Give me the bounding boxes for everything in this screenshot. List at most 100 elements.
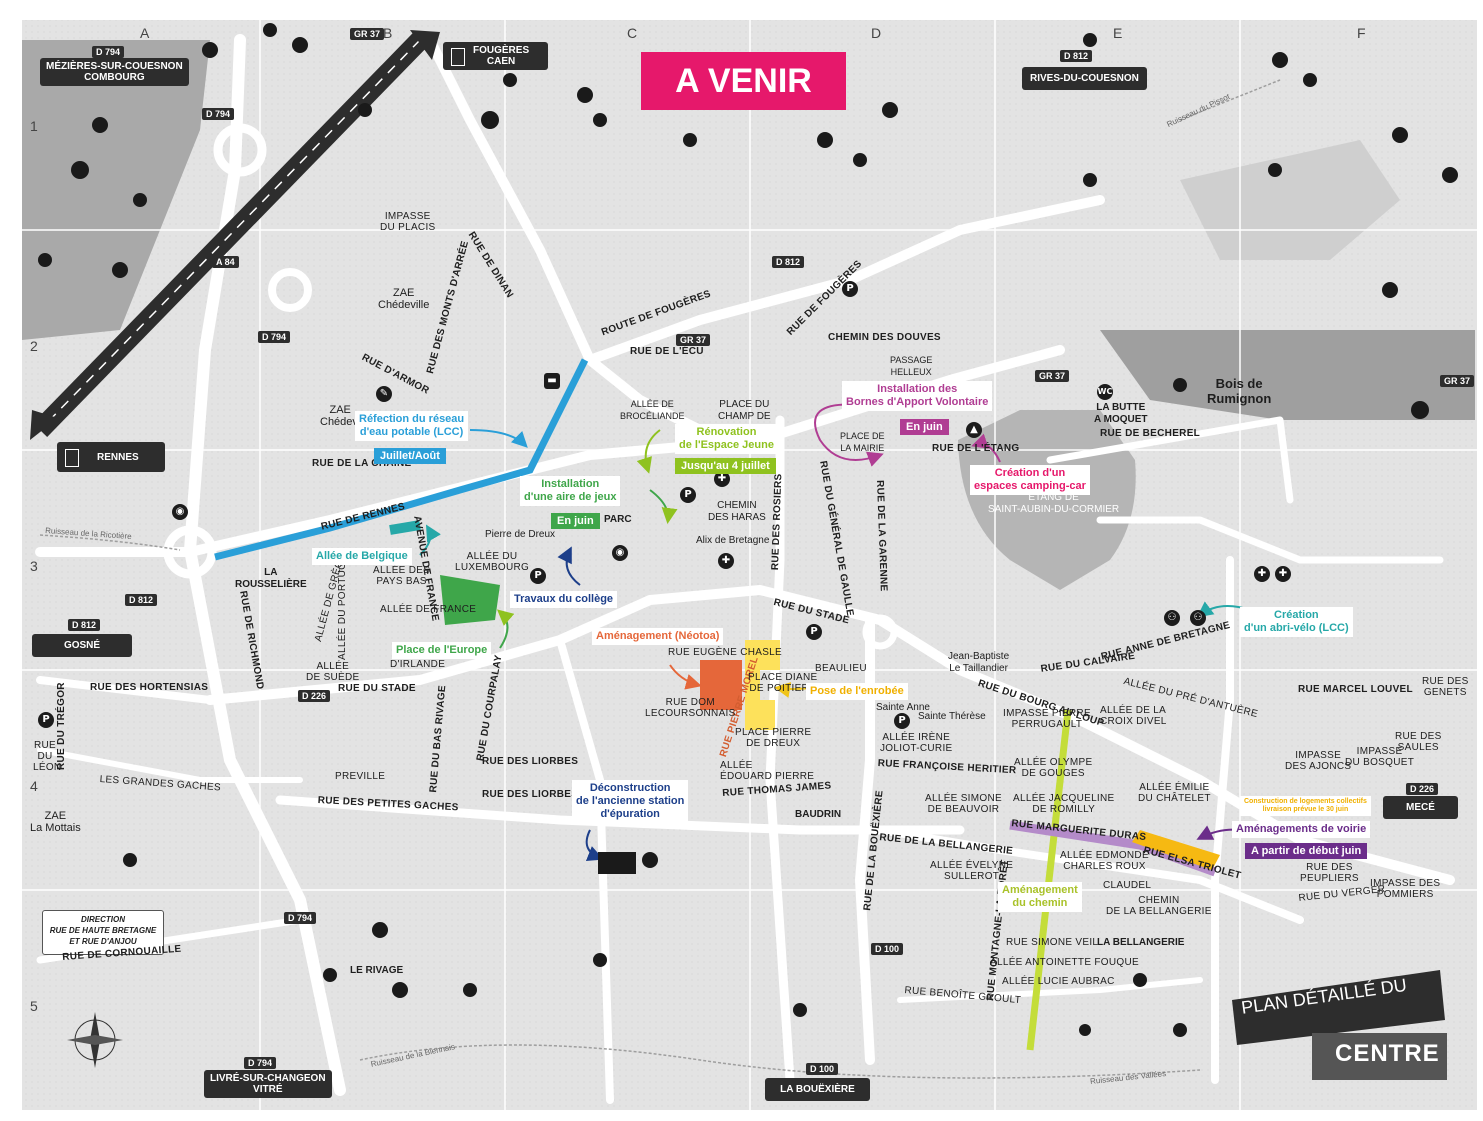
place-champ: PLACE DU CHAMP DE	[718, 399, 771, 422]
roundabout-a84	[268, 268, 312, 312]
station-icon	[598, 852, 636, 874]
street-rue-dom: RUE DOM LECOURSONNAIS	[645, 697, 736, 719]
a84-arrow-ne	[410, 30, 440, 60]
school-icon: ◉	[612, 545, 628, 561]
grid-col-a: A	[140, 25, 150, 41]
town-gosne: GOSNÉ	[32, 634, 132, 657]
ruisseau-biennais	[359, 1044, 1201, 1079]
road-d100-a: D 100	[871, 943, 904, 955]
street-allee-simone: ALLÉE SIMONE DE BEAUVOIR	[925, 793, 1002, 815]
place-helleux: PASSAGE HELLEUX	[890, 355, 933, 377]
street-impasse-pommiers: IMPASSE DES POMMIERS	[1370, 878, 1441, 900]
street-chemin-bellangerie: CHEMIN DE LA BELLANGERIE	[1106, 895, 1212, 917]
place-le-rivage: LE RIVAGE	[350, 965, 404, 976]
parking-icon: P	[680, 487, 696, 503]
road-gr37-c: GR 37	[1035, 370, 1070, 382]
project-logements: Construction de logements collectifs liv…	[1240, 796, 1371, 816]
town-rives: RIVES-DU-COUESNON	[1022, 67, 1147, 90]
place-zae-chedeville: ZAE Chédeville	[378, 287, 430, 311]
church-icon: ✚	[714, 471, 730, 487]
street-rue-stade: RUE DU STADE	[338, 683, 416, 694]
enrobee-zone	[745, 640, 780, 730]
road-d812-a: D 812	[1060, 50, 1093, 62]
direction-sign: DIRECTION RUE DE HAUTE BRETAGNE ET RUE D…	[42, 910, 164, 955]
rennes-label: RENNES	[97, 452, 139, 463]
grid-row-1: 1	[30, 118, 38, 134]
highway-icon-rennes	[65, 449, 79, 467]
grid-row-3: 3	[30, 558, 38, 574]
school-icon: ✎	[376, 386, 392, 402]
project-abri-velo: Création d'un abri-vélo (LCC)	[1240, 607, 1353, 637]
town-mece: MECÉ	[1383, 796, 1458, 819]
street-allee-lucie: ALLÉE LUCIE AUBRAC	[1002, 976, 1115, 987]
ruisseau-ricotiere	[39, 534, 181, 551]
street-allee-edouard: ALLÉE ÉDOUARD PIERRE	[720, 760, 815, 782]
grid-col-b: B	[383, 25, 393, 41]
parking-icon: P	[530, 568, 546, 584]
town-boueixiere: LA BOUËXIÈRE	[765, 1078, 870, 1101]
road-gr37-a: GR 37	[350, 28, 385, 40]
road-a84: A 84	[212, 256, 239, 268]
town-rennes: RENNES	[57, 442, 165, 472]
voirie-line	[1009, 820, 1217, 877]
road-d794-c: D 794	[258, 331, 291, 343]
reseau-eau-line	[214, 358, 589, 561]
road-d812-b: D 812	[772, 256, 805, 268]
chemin-line	[1026, 709, 1072, 1051]
grid-col-c: C	[627, 25, 638, 41]
town-livre: LIVRÉ-SUR-CHANGEON VITRÉ	[204, 1070, 332, 1098]
street-rue-liorbes-2: RUE DES LIORBES	[482, 789, 579, 800]
bike-icon: ⚇	[1190, 610, 1206, 626]
ruisseau-pissot	[1179, 79, 1281, 121]
project-camping: Création d'un espaces camping-car	[970, 465, 1090, 495]
street-preville: PREVILLE	[335, 771, 386, 782]
road-d226-b: D 226	[1406, 783, 1439, 795]
road-d812-d: D 812	[68, 619, 101, 631]
street-rue-chaine: RUE DE LA CHAÎNE	[312, 458, 412, 469]
grid-col-d: D	[871, 25, 882, 41]
street-impasse-ajoncs: IMPASSE DES AJONCS	[1285, 750, 1352, 772]
logements-zone	[1132, 830, 1220, 870]
a84-arrow-sw	[30, 410, 58, 440]
street-allee-luxembourg: ALLÉE DU LUXEMBOURG	[455, 551, 530, 573]
legend-bg-top	[1232, 970, 1445, 1045]
trees	[38, 23, 1458, 1037]
street-allee-france: ALLÉE DE FRANCE	[380, 604, 477, 615]
town-mezieres: MÉZIÈRES-SUR-COUESNON COMBOURG	[40, 58, 189, 86]
street-rue-saules: RUE DES SAULES	[1395, 731, 1442, 753]
street-place-pierre-dreux: PLACE PIERRE DE DREUX	[735, 727, 812, 749]
legend-bg-bottom	[1312, 1033, 1447, 1080]
street-allee-olympe: ALLÉE OLYMPE DE GOUGES	[1014, 757, 1093, 779]
project-aire-jeux: Installation d'une aire de jeux	[520, 476, 621, 506]
forest-zone	[22, 40, 210, 340]
project-voirie: Aménagements de voirie	[1232, 821, 1371, 838]
roundabout-stade	[862, 614, 898, 650]
street-rue-tregor: RUE DU TRÉGOR	[56, 682, 67, 770]
street-place-diane: PLACE DIANE DE POITIERS	[748, 672, 818, 694]
bois-rumignon-zone	[1100, 330, 1475, 420]
road-d226-a: D 226	[298, 690, 331, 702]
roundabout-north	[213, 123, 267, 177]
street-allee-suede: ALLÉE DE SUÈDE	[306, 661, 360, 683]
fougeres-label: FOUGÈRES CAEN	[473, 45, 530, 67]
belgique-segment	[389, 520, 421, 535]
road-gr37-b: GR 37	[676, 334, 711, 346]
project-aire-jeux-date: En juin	[551, 513, 600, 529]
road-d794-e: D 794	[244, 1057, 277, 1069]
place-zae-chedeville-2: ZAE Chédevi	[320, 404, 361, 428]
street-allee-croix: ALLÉE DE LA CROIX DIVEL	[1100, 705, 1167, 727]
place-haras: CHEMIN DES HARAS	[708, 500, 766, 523]
street-rue-leon: RUE DU LÉON	[33, 740, 62, 773]
place-etang: ÉTANG DE SAINT-AUBIN-DU-CORMIER	[988, 492, 1120, 515]
place-sainte-anne: Sainte Anne	[876, 702, 930, 713]
project-europe: Place de l'Europe	[392, 642, 492, 659]
banner-title: A VENIR	[641, 52, 846, 110]
street-beaulieu: BEAULIEU	[815, 663, 867, 674]
street-rue-genets: RUE DES GENETS	[1422, 676, 1469, 698]
project-neotoa: Aménagement (Néotoa)	[592, 628, 724, 645]
street-rue-ecu: RUE DE L'ÉCU	[630, 346, 704, 357]
town-fougeres: FOUGÈRES CAEN	[443, 42, 548, 70]
grid-col-e: E	[1113, 25, 1123, 41]
road-d812-c: D 812	[125, 594, 158, 606]
church-icon: ✚	[1254, 566, 1270, 582]
